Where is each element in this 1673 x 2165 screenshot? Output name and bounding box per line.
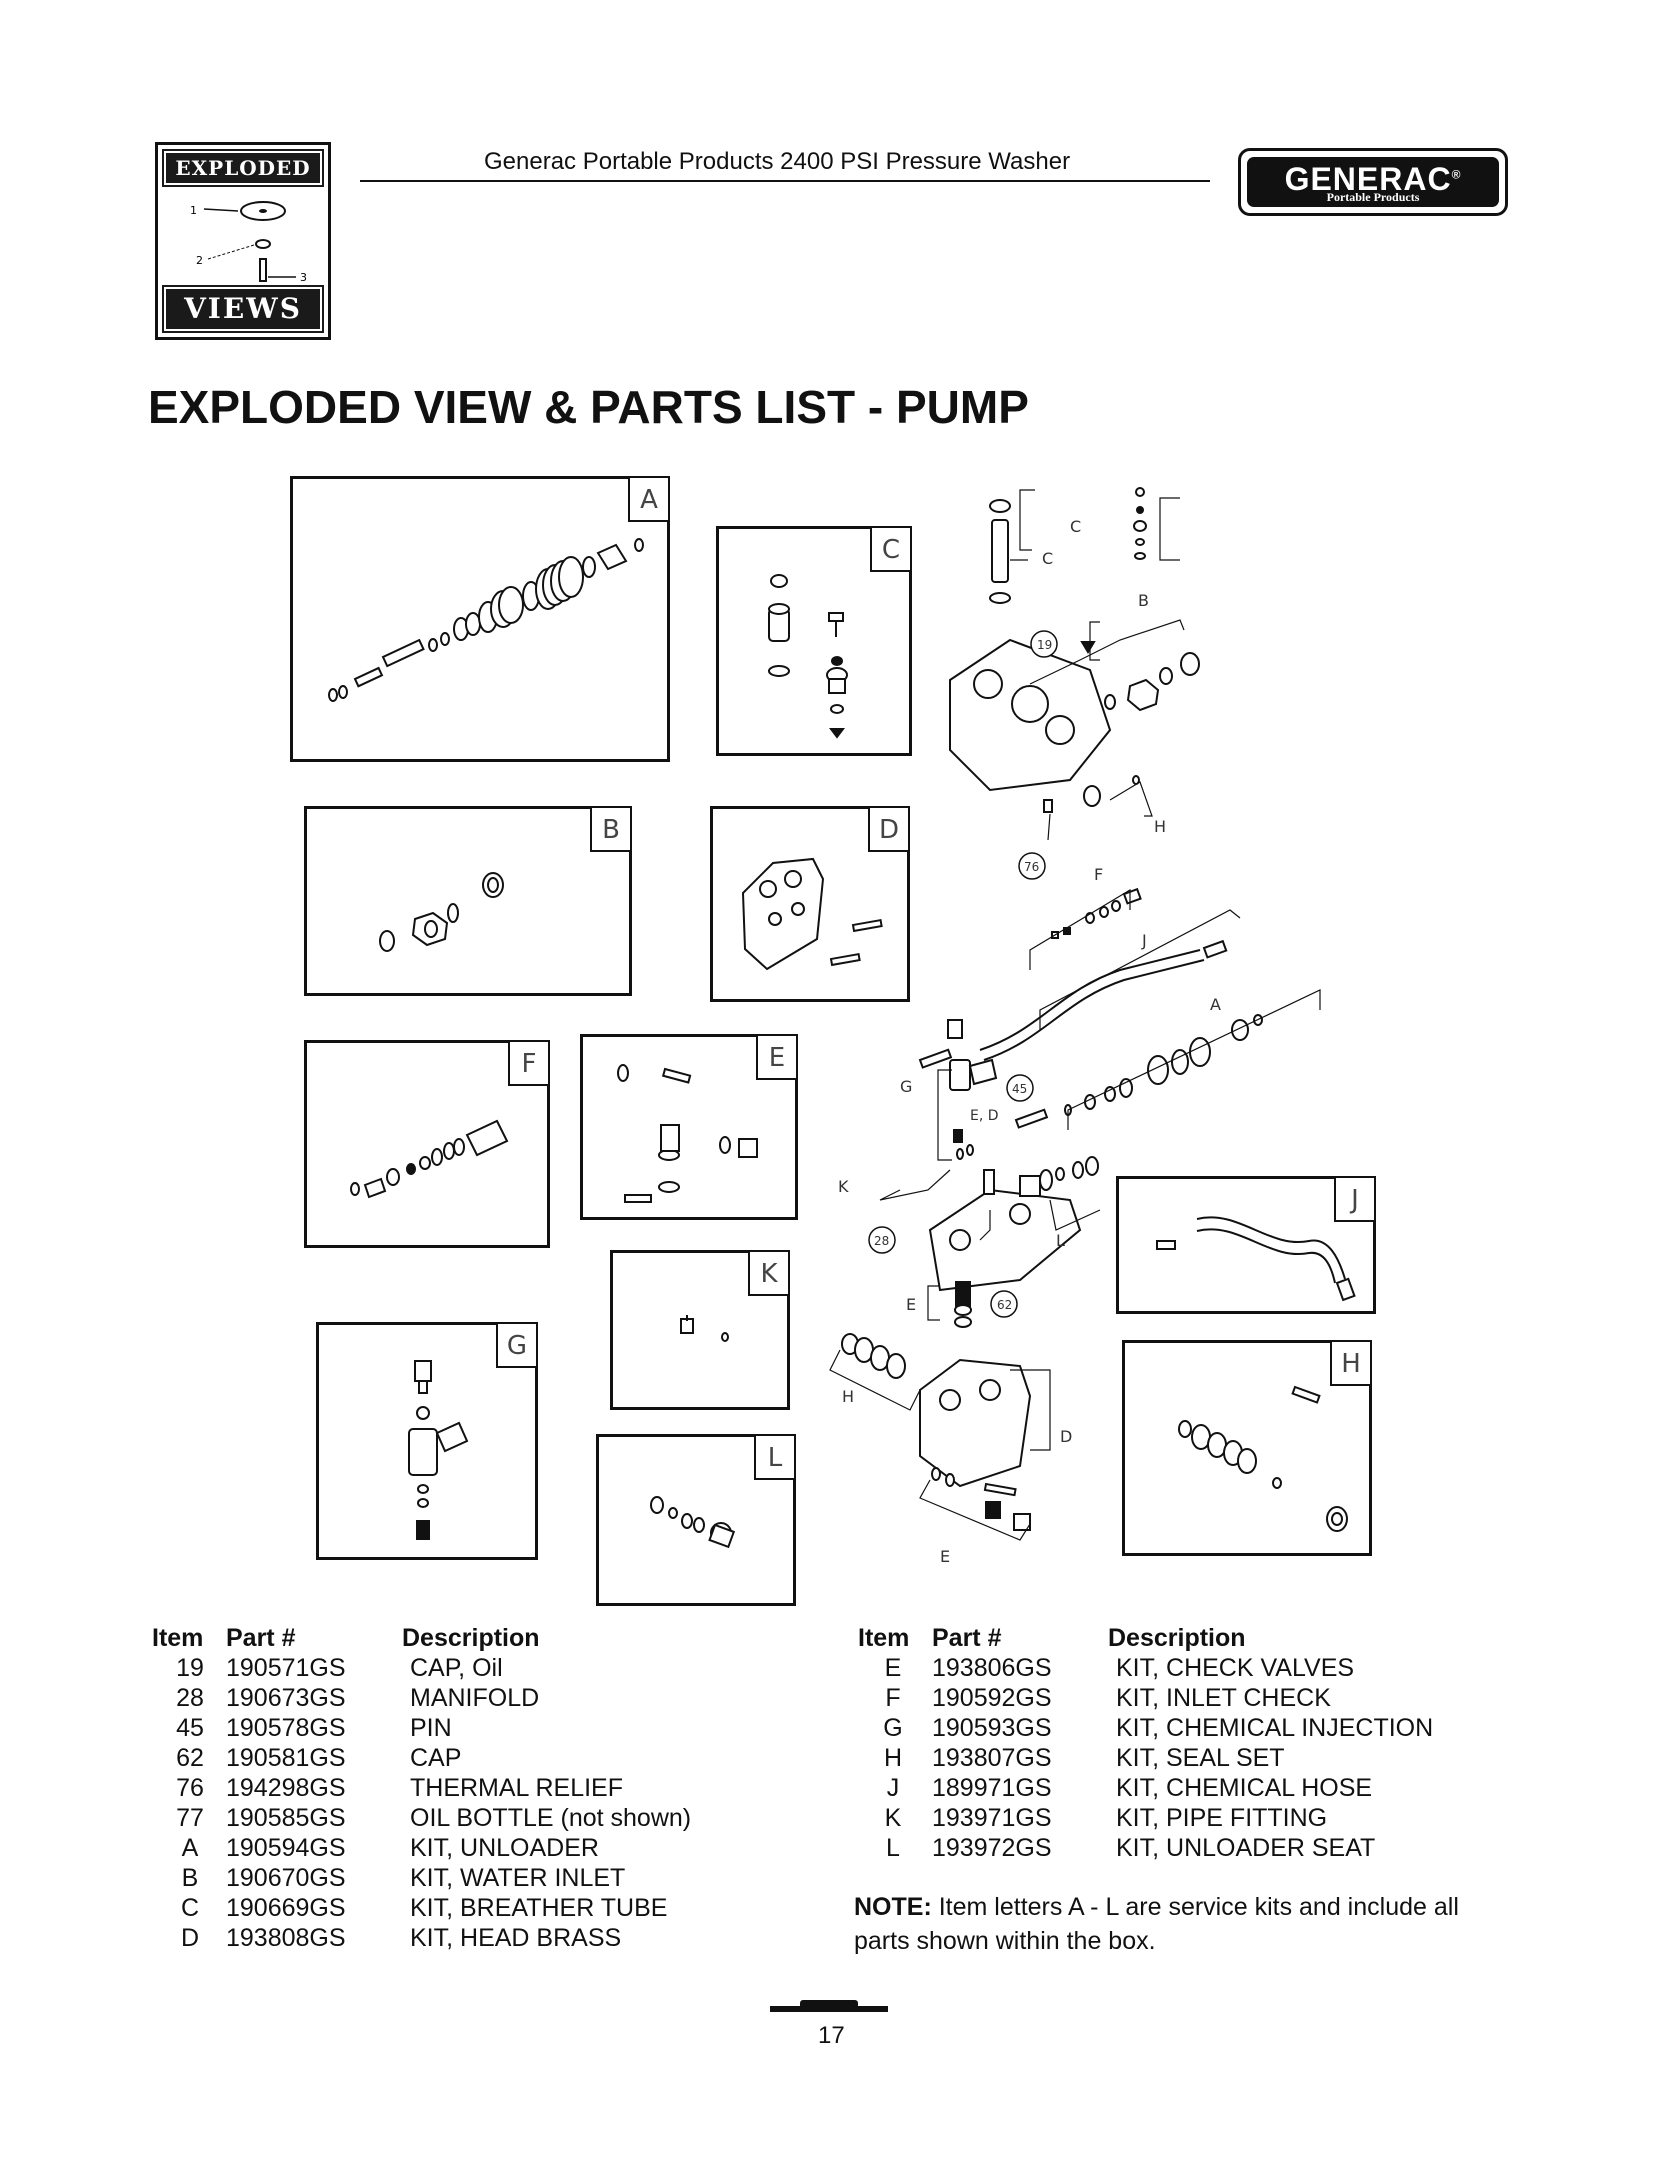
kit-label-l: L — [754, 1436, 794, 1480]
assembly-label-g: G — [900, 1077, 912, 1096]
kits-note: NOTE: Item letters A - L are service kit… — [854, 1890, 1514, 1958]
callout-28: 28 — [874, 1234, 889, 1248]
kit-label-f: F — [508, 1042, 548, 1086]
table-row: 76 194298GS THERMAL RELIEF — [176, 1774, 624, 1802]
assembly-label-h1: H — [1154, 817, 1166, 836]
title-rule — [360, 180, 1210, 182]
kit-label-a: A — [628, 478, 668, 522]
note-label: NOTE: — [854, 1893, 932, 1921]
table-row: 28 190673GS MANIFOLD — [176, 1684, 540, 1712]
table-row: 45 190578GS PIN — [176, 1714, 452, 1742]
page-number: 17 — [818, 2022, 845, 2049]
kit-g-parts — [408, 1360, 469, 1540]
footer-rule — [770, 2006, 888, 2012]
col-header-item: Item — [152, 1624, 204, 1652]
assembly-label-e1: E — [906, 1295, 916, 1314]
kit-box-k: K — [610, 1250, 790, 1410]
kit-label-h: H — [1330, 1342, 1370, 1386]
kit-k-parts — [680, 1315, 729, 1342]
kit-label-j: J — [1334, 1178, 1374, 1222]
badge-bottom-label: VIEWS — [162, 285, 324, 333]
table-row: F 190592GS KIT, INLET CHECK — [885, 1684, 1331, 1712]
kit-label-e: E — [756, 1036, 796, 1080]
kit-box-b: B — [304, 806, 632, 996]
col-header-description: Description — [402, 1624, 540, 1652]
callout-45: 45 — [1012, 1082, 1027, 1096]
col-header-description: Description — [1108, 1624, 1246, 1652]
table-row: G 190593GS KIT, CHEMICAL INJECTION — [883, 1714, 1434, 1742]
badge-callout-2: 2 — [196, 254, 203, 267]
col-header-part: Part # — [932, 1624, 1002, 1652]
kit-box-l: L — [596, 1434, 796, 1606]
generac-logo: GENERAC® Portable Products — [1238, 148, 1508, 216]
pump-assembly-diagram: C C B 19 H 76 F J A G 45 E, D K L 28 E 6… — [829, 487, 1321, 1566]
kit-box-d: D — [710, 806, 910, 1002]
page-heading: EXPLODED VIEW & PARTS LIST - PUMP — [148, 381, 1029, 433]
badge-top-label: EXPLODED — [162, 149, 324, 187]
assembly-label-f: F — [1094, 865, 1103, 884]
table-row: K 193971GS KIT, PIPE FITTING — [884, 1804, 1328, 1832]
badge-callout-1: 1 — [190, 204, 197, 217]
document-title: Generac Portable Products 2400 PSI Press… — [484, 148, 1071, 175]
kit-box-c: C — [716, 526, 912, 756]
table-row: E 193806GS KIT, CHECK VALVES — [884, 1654, 1355, 1682]
logo-subtitle: Portable Products — [1326, 190, 1420, 204]
parts-table-right: Item Part # Description E 193806GS KIT, … — [858, 1624, 1498, 1874]
table-row: A 190594GS KIT, UNLOADER — [181, 1834, 599, 1862]
table-row: B 190670GS KIT, WATER INLET — [181, 1864, 626, 1892]
callout-19: 19 — [1037, 638, 1052, 652]
kit-box-g: G — [316, 1322, 538, 1560]
assembly-label-h2: H — [842, 1387, 854, 1406]
table-row: D 193808GS KIT, HEAD BRASS — [180, 1924, 622, 1952]
footer-ornament — [800, 2000, 858, 2006]
kit-label-d: D — [868, 808, 908, 852]
kit-j-parts — [1156, 1216, 1356, 1302]
table-row: 62 190581GS CAP — [176, 1744, 462, 1772]
callout-62: 62 — [997, 1298, 1012, 1312]
assembly-label-b: B — [1138, 591, 1149, 610]
assembly-label-a: A — [1210, 995, 1221, 1014]
assembly-label-c2: C — [1042, 549, 1053, 568]
kit-box-f: F — [304, 1040, 550, 1248]
table-row: J 189971GS KIT, CHEMICAL HOSE — [886, 1774, 1373, 1802]
kit-b-parts — [379, 872, 504, 952]
table-row: C 190669GS KIT, BREATHER TUBE — [180, 1894, 668, 1922]
callout-76: 76 — [1024, 860, 1039, 874]
table-row: 77 190585GS OIL BOTTLE (not shown) — [176, 1804, 692, 1832]
table-row: L 193972GS KIT, UNLOADER SEAT — [886, 1834, 1376, 1862]
kit-box-a: A — [290, 476, 670, 762]
assembly-label-d: D — [1060, 1427, 1072, 1446]
exploded-views-badge: EXPLODED 1 2 3 VIEWS — [155, 142, 331, 340]
assembly-label-e2: E — [940, 1547, 950, 1566]
kit-l-parts — [650, 1496, 736, 1549]
kit-h-parts — [1178, 1385, 1348, 1532]
col-header-part: Part # — [226, 1624, 296, 1652]
col-header-item: Item — [858, 1624, 910, 1652]
badge-part-diagram: 1 2 3 — [190, 201, 307, 284]
kit-e-parts — [617, 1064, 758, 1203]
kit-box-h: H — [1122, 1340, 1372, 1556]
logo-brand: GENERAC® — [1284, 161, 1462, 197]
parts-table-left: Item Part # Description 19 190571GS CAP,… — [152, 1624, 712, 1964]
assembly-label-j: J — [1141, 931, 1147, 950]
kit-c-parts — [768, 574, 848, 739]
kit-d-parts — [741, 857, 883, 971]
table-row: H 193807GS KIT, SEAL SET — [883, 1744, 1285, 1772]
kit-box-j: J — [1116, 1176, 1376, 1314]
assembly-label-k: K — [838, 1177, 849, 1196]
kit-label-b: B — [590, 808, 630, 852]
assembly-label-l: L — [1056, 1231, 1065, 1250]
table-row: 19 190571GS CAP, Oil — [176, 1654, 503, 1682]
assembly-label-c1: C — [1070, 517, 1081, 536]
kit-f-parts — [350, 1119, 509, 1199]
kit-label-c: C — [870, 528, 910, 572]
kit-box-e: E — [580, 1034, 798, 1220]
assembly-label-ed: E, D — [970, 1108, 999, 1124]
badge-callout-3: 3 — [300, 271, 307, 284]
note-text: Item letters A - L are service kits and … — [854, 1893, 1459, 1955]
kit-label-k: K — [748, 1252, 788, 1296]
kit-a-parts — [328, 538, 644, 702]
kit-label-g: G — [496, 1324, 536, 1368]
